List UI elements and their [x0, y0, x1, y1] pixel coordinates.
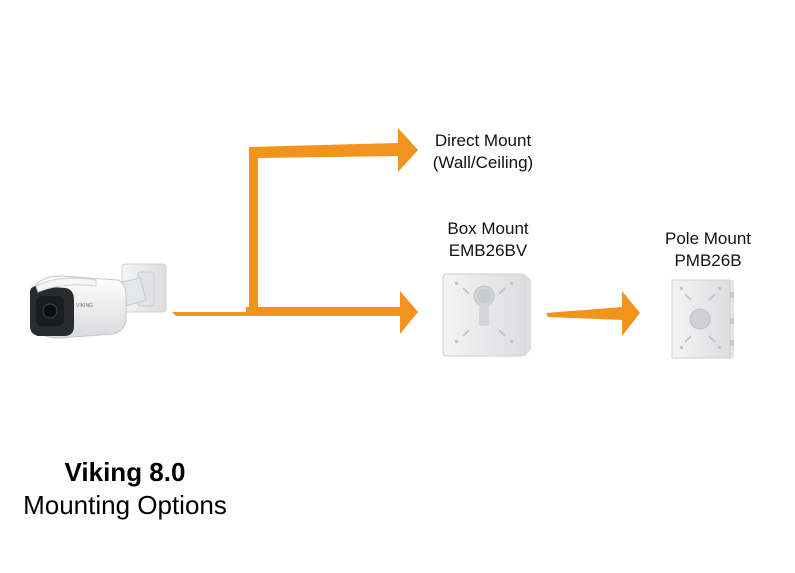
box-mount-image: [442, 273, 531, 357]
direct-mount-name: Direct Mount: [434, 131, 532, 150]
arrow-direct-mount: [249, 128, 418, 312]
title-block: Viking 8.0 Mounting Options: [0, 456, 250, 522]
pole-mount-image: [671, 279, 734, 359]
direct-mount-label: Direct Mount (Wall/Ceiling): [418, 130, 548, 174]
box-mount-model: EMB26BV: [448, 241, 528, 260]
pole-mount-label: Pole Mount PMB26B: [643, 228, 773, 272]
product-title: Viking 8.0: [64, 457, 186, 487]
flow-arrows: [172, 128, 640, 336]
pole-mount-model: PMB26B: [674, 251, 742, 270]
direct-mount-detail: (Wall/Ceiling): [432, 153, 534, 172]
product-subtitle: Mounting Options: [23, 490, 227, 520]
box-mount-label: Box Mount EMB26BV: [423, 218, 553, 262]
svg-text:VIKING: VIKING: [76, 303, 93, 309]
arrow-shaft-main: [172, 291, 418, 334]
arrow-box-to-pole: [546, 291, 640, 336]
box-mount-name: Box Mount: [447, 219, 529, 238]
pole-mount-name: Pole Mount: [665, 229, 751, 248]
bullet-camera-image: VIKING: [30, 263, 167, 339]
